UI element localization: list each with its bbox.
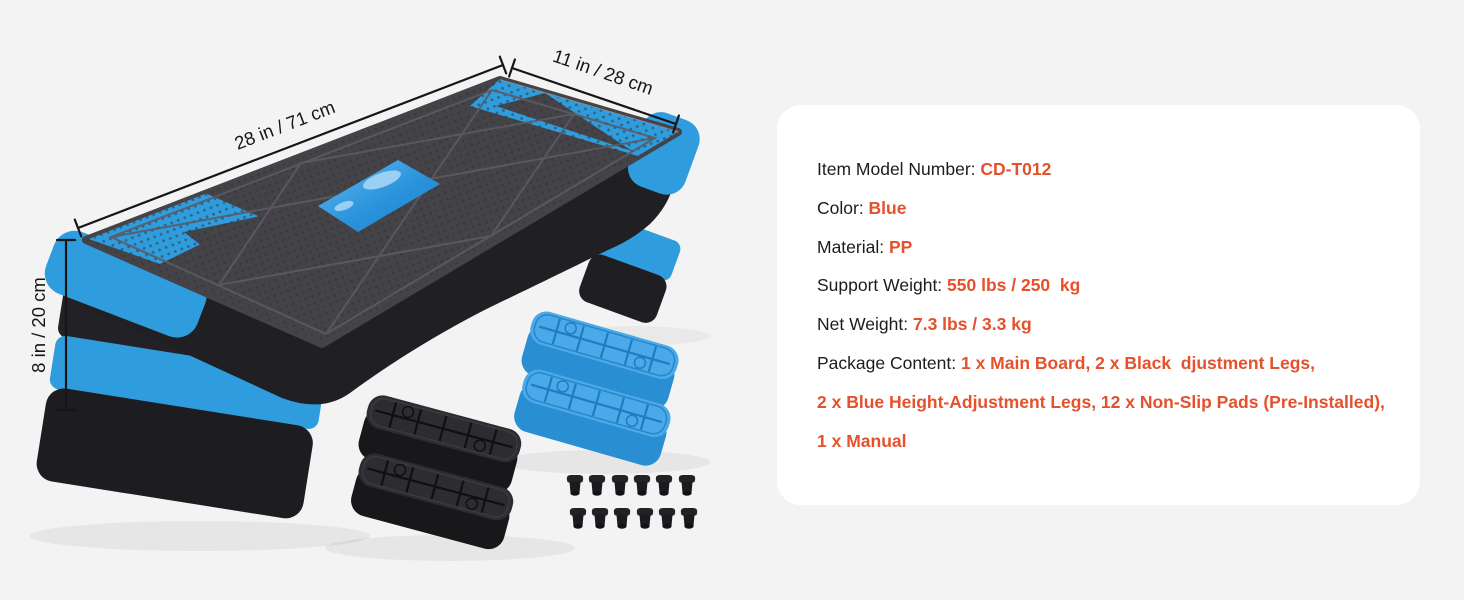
dimension-line-width xyxy=(508,58,681,134)
spec-value: 1 x Main Board, 2 x Black djustment Legs… xyxy=(960,352,1315,373)
spec-row-material: Material: PP xyxy=(817,228,1402,267)
non-slip-pads xyxy=(566,475,698,529)
spec-value: 1 x Manual xyxy=(817,430,907,451)
spec-label: Material: xyxy=(817,236,889,257)
spec-row-package-content: Package Content: 1 x Main Board, 2 x Bla… xyxy=(817,344,1402,383)
spec-value: PP xyxy=(888,236,913,257)
spec-label: Package Content: xyxy=(817,352,961,373)
blue-riser-legs xyxy=(514,311,679,466)
main-board xyxy=(36,76,700,519)
height-dimension-label: 8 in / 20 cm xyxy=(28,277,49,373)
board-grooves xyxy=(108,88,658,336)
board-center-patch xyxy=(318,160,440,232)
spec-label: Net Weight: xyxy=(817,314,913,335)
dimension-lines xyxy=(55,55,681,412)
spec-row-support-weight: Support Weight: 550 lbs / 250 kg xyxy=(817,266,1402,305)
spec-row-package-content-2: 2 x Blue Height-Adjustment Legs, 12 x No… xyxy=(817,383,1402,422)
spec-row-model: Item Model Number: CD-T012 xyxy=(817,150,1402,189)
spec-value: CD-T012 xyxy=(980,159,1052,179)
product-image: 28 in / 71 cm 11 in / 28 cm 8 in / 20 cm xyxy=(28,45,710,561)
black-riser-legs xyxy=(351,395,522,550)
spec-label: Support Weight: xyxy=(817,275,948,296)
board-body xyxy=(86,132,678,405)
spec-row-color: Color: Blue xyxy=(817,189,1402,228)
width-dimension-label: 11 in / 28 cm xyxy=(550,45,656,99)
specs-card: Item Model Number: CD-T012 Color: Blue M… xyxy=(777,105,1420,505)
spec-label: Color: xyxy=(817,197,869,218)
dimension-line-height xyxy=(55,238,77,412)
dimension-line-length xyxy=(73,55,508,238)
spec-value: 550 lbs / 250 kg xyxy=(947,275,1081,296)
spec-value: 2 x Blue Height-Adjustment Legs, 12 x No… xyxy=(817,391,1385,412)
left-corner-cap xyxy=(44,230,207,338)
spec-value: Blue xyxy=(868,197,907,218)
spec-row-net-weight: Net Weight: 7.3 lbs / 3.3 kg xyxy=(817,305,1402,344)
spec-label: Item Model Number: xyxy=(817,159,981,179)
spec-value: 7.3 lbs / 3.3 kg xyxy=(912,314,1032,335)
spec-row-package-content-3: 1 x Manual xyxy=(817,422,1402,461)
